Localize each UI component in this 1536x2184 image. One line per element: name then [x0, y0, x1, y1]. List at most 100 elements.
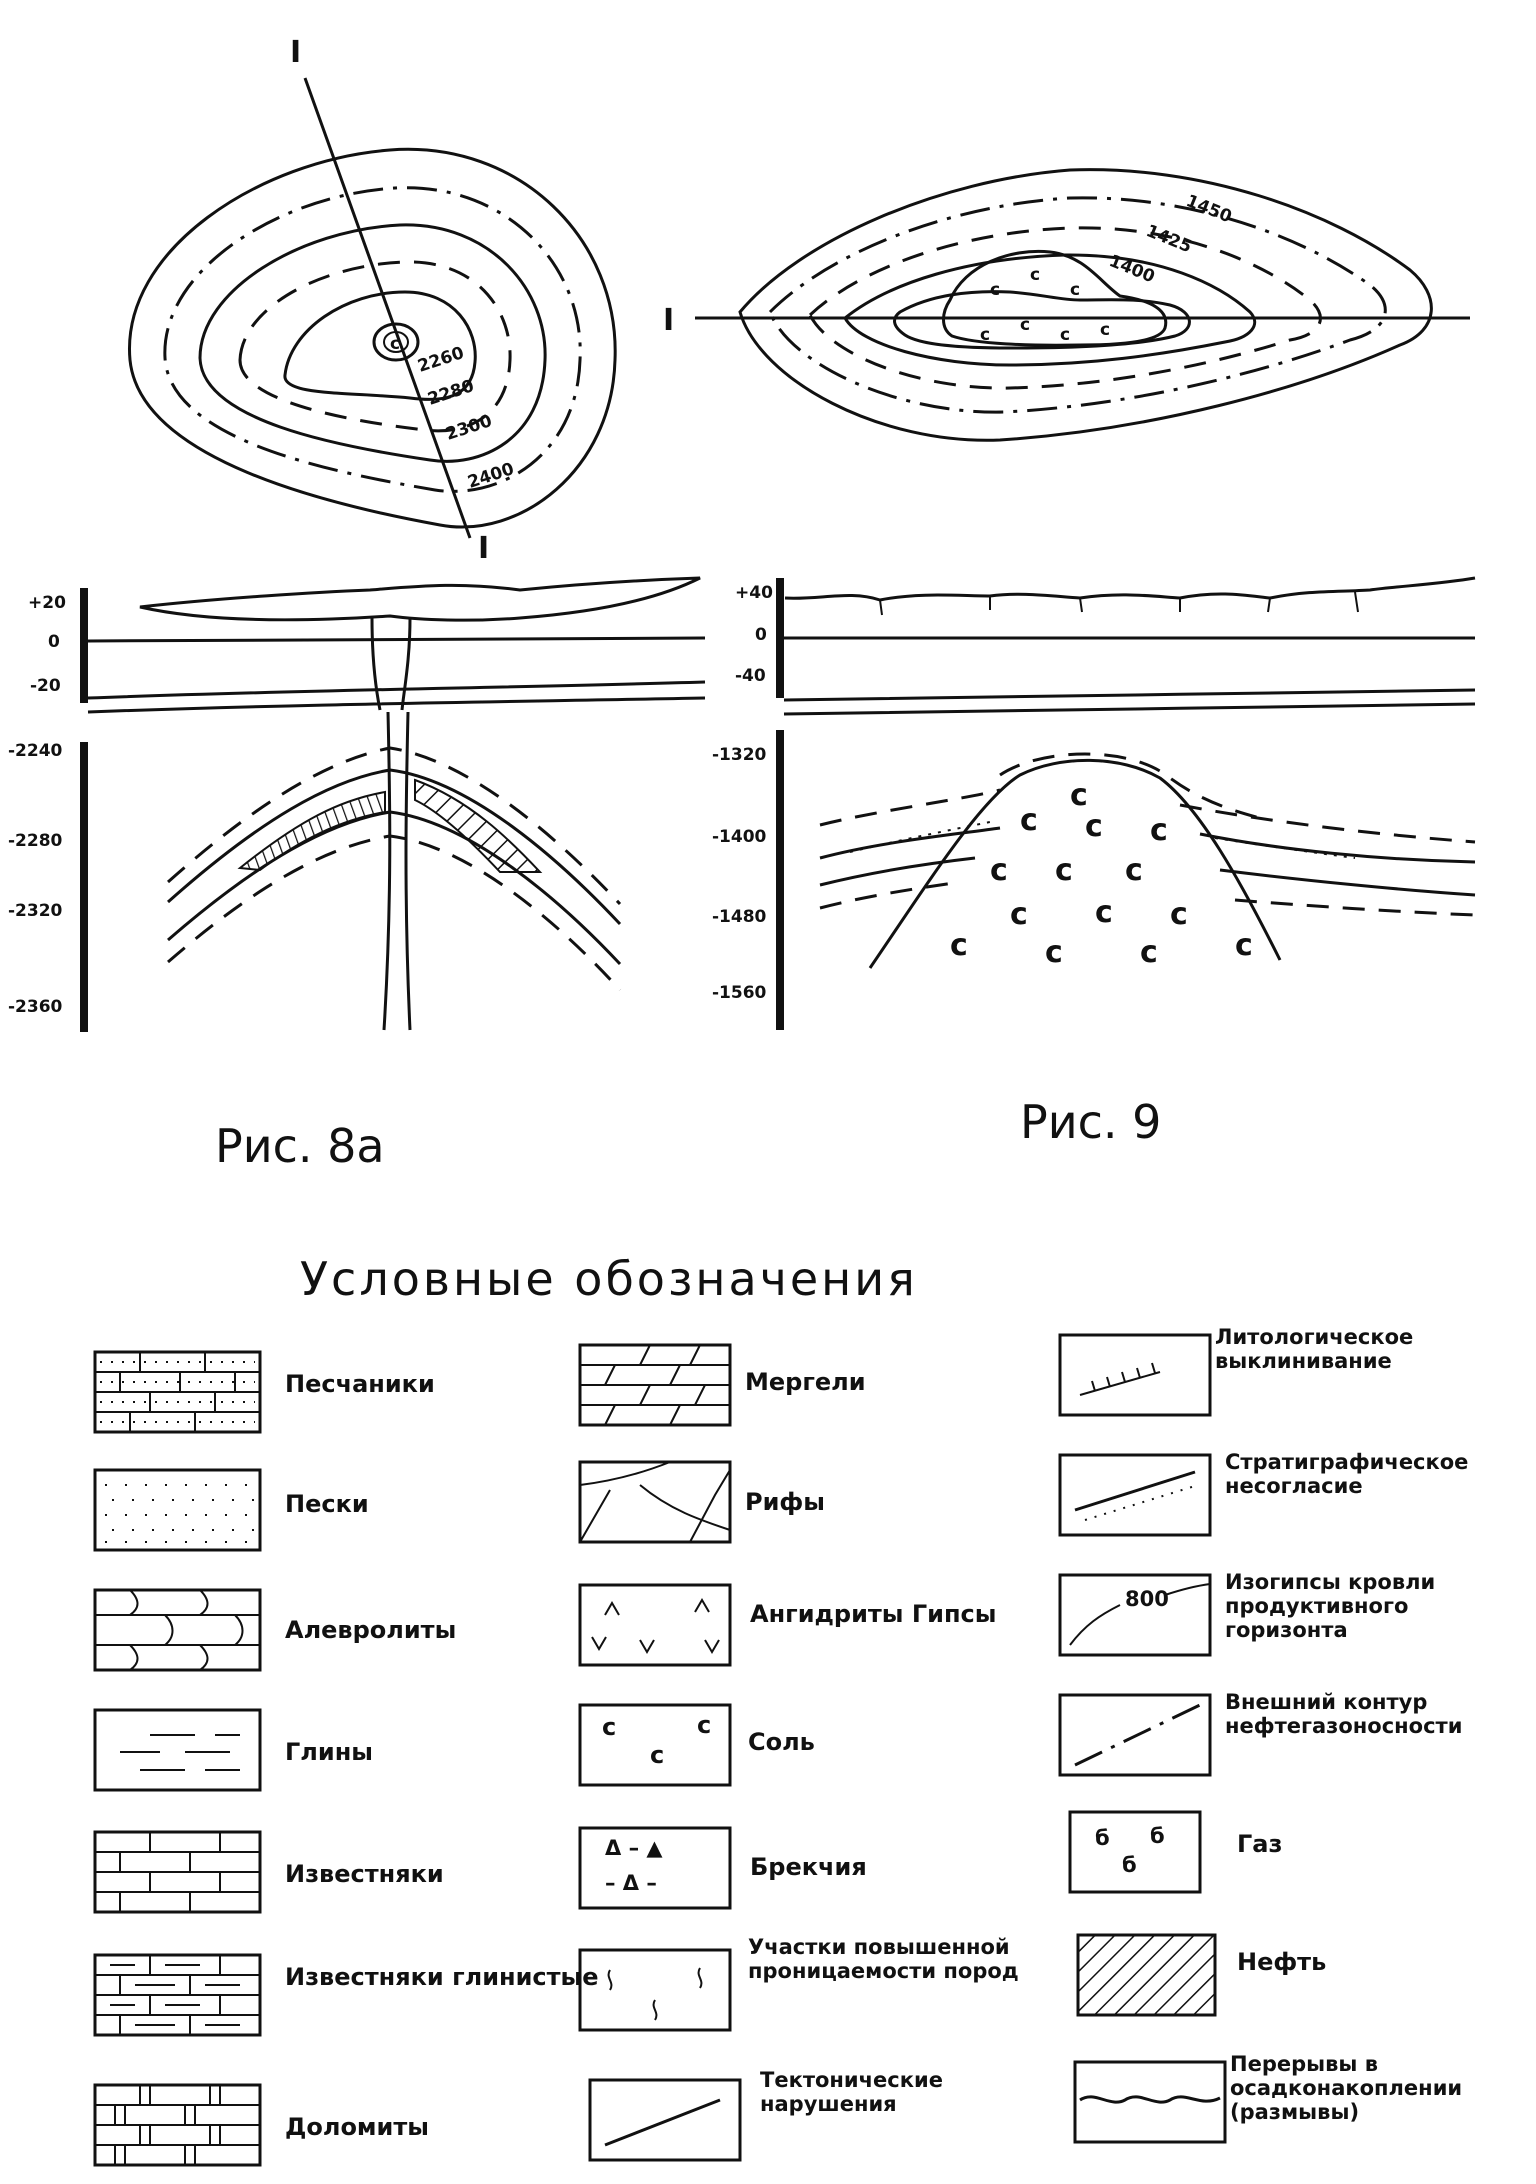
legend-label-wrap: Литологическое выклинивание	[1215, 1325, 1413, 1373]
fig9-salt-dome	[868, 758, 1282, 969]
swatch-isohypse	[1058, 1573, 1212, 1657]
fig8-axis-label: -2360	[8, 997, 63, 1017]
legend-item-marl: Мергели	[578, 1343, 866, 1427]
legend-col2: Мергели Рифы Ангидриты Гипсы c c c Соль …	[578, 1343, 1019, 2162]
fig9-salt-symbol: c	[1020, 803, 1038, 838]
legend-label: Глины	[285, 1738, 373, 1766]
fig9-layer	[819, 856, 1476, 897]
isohypse-sample-value: 800	[1125, 1587, 1169, 1611]
fig9-axis-label: -1480	[712, 907, 767, 927]
fig8-caption: Рис. 8а	[215, 1119, 385, 1173]
breccia-symbol: – Δ –	[605, 1871, 657, 1895]
gas-symbol: б	[1122, 1853, 1137, 1877]
legend-item-pinchout: Литологическое выклинивание	[1058, 1325, 1413, 1417]
legend-label: Соль	[748, 1728, 815, 1756]
swatch-permeability	[578, 1948, 732, 2032]
fig8-axis-bar-upper	[80, 588, 88, 703]
fig9-layer	[819, 788, 1476, 844]
fig9-dome-roof	[999, 752, 1261, 820]
fig9-salt-symbol: c	[1055, 853, 1073, 888]
fig8-break-line	[87, 696, 706, 714]
legend-label: Пески	[285, 1490, 369, 1518]
gas-symbol: б	[1095, 1826, 1110, 1850]
fig9-section-mark: I	[663, 303, 674, 338]
legend-item-anhydrite: Ангидриты Гипсы	[578, 1583, 996, 1667]
fig8-layer	[167, 810, 622, 966]
swatch-oil	[1076, 1933, 1217, 2017]
legend-label: Алевролиты	[285, 1616, 456, 1644]
fig9-axis-label: 0	[755, 625, 767, 645]
swatch-sand	[93, 1468, 262, 1552]
fig8-section: +20 0 -20 -2240 -2280 -2320 -2360	[8, 576, 706, 1032]
swatch-salt	[578, 1703, 732, 1787]
fig9-salt-symbol: c	[1100, 320, 1110, 340]
legend-item-clay: Глины	[93, 1708, 373, 1792]
legend-item-limestone: Известняки	[93, 1830, 444, 1914]
fig8-axis-label: 0	[48, 632, 60, 652]
fig9-gas-zone	[1214, 837, 1356, 859]
fig8-axis-label: -20	[30, 676, 61, 696]
dashdot-line	[1074, 1703, 1201, 1767]
fig8-zero-line	[87, 636, 706, 643]
legend-label: Песчаники	[285, 1370, 435, 1398]
legend-item-dolomite: Доломиты	[93, 2083, 429, 2167]
fig9-surface-marks	[879, 591, 1359, 616]
fig9-contour-dashdot	[768, 196, 1387, 414]
fig9-salt-symbol: c	[1070, 778, 1088, 813]
fig9-salt-symbol: c	[1095, 895, 1113, 930]
legend-label: Газ	[1237, 1830, 1282, 1858]
fig8-map: c I I 2260 2280 2300 2400	[128, 35, 617, 566]
fig8-layer	[167, 834, 622, 992]
legend-label: Нефть	[1237, 1948, 1326, 1976]
legend-item-sandstone: Песчаники	[93, 1350, 435, 1434]
fig8-section-mark-bottom: I	[478, 531, 489, 566]
swatch-siltstone	[93, 1588, 262, 1672]
fig9-contour-label: 1450	[1183, 191, 1235, 227]
fig9-salt-symbol: c	[1010, 897, 1028, 932]
fig8-contour-dashdot	[163, 186, 582, 493]
swatch-breccia	[578, 1826, 732, 1910]
fig9-layer	[819, 880, 1476, 917]
fig8-contour-label: 2400	[465, 459, 516, 493]
legend-label: Стратиграфическое несогласие	[1225, 1450, 1469, 1498]
fig8-contour-3	[198, 223, 547, 463]
fig9-inner-contour	[893, 290, 1191, 350]
legend-label: Участки повышенной проницаемости пород	[748, 1935, 1019, 1983]
legend-label: Известняки глинистые	[285, 1963, 599, 1991]
fig8-break-line	[87, 680, 706, 700]
fig8-layer	[167, 768, 622, 926]
legend-item-salt: c c c Соль	[578, 1703, 815, 1787]
swatch-faults	[588, 2078, 742, 2162]
fig8-axis-label: -2320	[8, 901, 63, 921]
fig8-diapir-neck	[370, 617, 412, 711]
fig8-diapir-stem	[382, 711, 412, 1031]
legend-item-reef: Рифы	[578, 1460, 825, 1544]
swatch-anhydrite	[578, 1583, 732, 1667]
salt-symbol: c	[650, 1741, 664, 1769]
fig9-break-line	[783, 688, 1476, 702]
legend-label-wrap: Тектонические нарушения	[760, 2068, 943, 2116]
fig9-salt-symbol: c	[990, 280, 1000, 300]
fig9-axis-bar-upper	[776, 578, 784, 698]
fig9-salt-symbol: c	[980, 325, 990, 345]
legend-label: Перерывы в осадконакоплении (размывы)	[1230, 2052, 1463, 2124]
legend-label-wrap: Изогипсы кровли продуктивного горизонта	[1225, 1570, 1436, 1642]
fig9-surface	[784, 576, 1476, 602]
erosion-line	[1079, 2095, 1221, 2104]
legend-label-wrap: Перерывы в осадконакоплении (размывы)	[1230, 2052, 1463, 2124]
fig9-axis-bar-lower	[776, 730, 784, 1030]
fig8-axis-label: -2240	[8, 741, 63, 761]
legend-label: Изогипсы кровли продуктивного горизонта	[1225, 1570, 1436, 1642]
fig9-salt-dome	[942, 249, 1168, 347]
fault-line	[604, 2098, 721, 2147]
fig9-contour-label: 1425	[1143, 221, 1194, 257]
legend-item-permeability: Участки повышенной проницаемости пород	[578, 1935, 1019, 2032]
fig9-axis-label: -1560	[712, 983, 767, 1003]
legend-item-clayey-limestone: Известняки глинистые	[93, 1953, 599, 2037]
fig9-axis-label: -1400	[712, 827, 767, 847]
swatch-outer-contour	[1058, 1693, 1212, 1777]
fig9-salt-symbol: c	[1045, 935, 1063, 970]
legend-item-gas: б б б Газ	[1068, 1810, 1282, 1894]
legend-item-isohypse: 800 Изогипсы кровли продуктивного горизо…	[1058, 1570, 1436, 1657]
